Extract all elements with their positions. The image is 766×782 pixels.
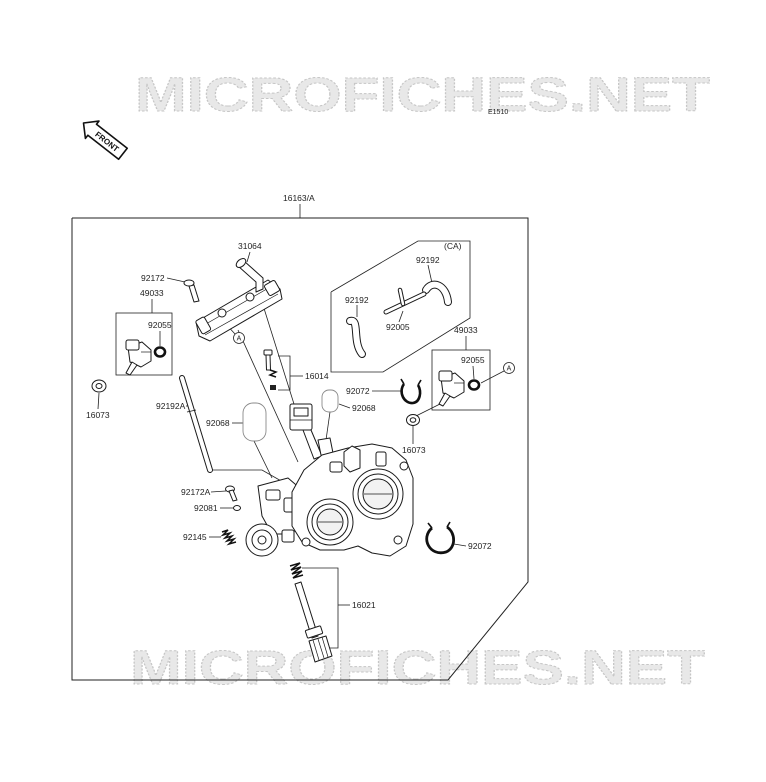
part-label: 92081 <box>194 503 218 513</box>
injector-right <box>438 370 465 407</box>
cover-left <box>242 402 267 442</box>
throttle-body <box>291 443 414 557</box>
bolt-small <box>225 485 238 502</box>
injector-left <box>125 339 152 376</box>
part-label: 31064 <box>238 241 262 251</box>
part-label: 49033 <box>140 288 164 298</box>
injector-group-frame-right <box>431 349 491 411</box>
svg-text:A: A <box>237 336 242 343</box>
ca-hose-left <box>346 316 366 358</box>
watermark-bottom: MICROFICHES.NET <box>130 642 705 695</box>
o-ring-right <box>467 379 481 391</box>
fuel-rail <box>195 258 283 342</box>
grommet-left <box>91 379 107 393</box>
part-label: 92145 <box>183 532 207 542</box>
hose-clamp-top <box>400 378 422 405</box>
reference-mark-right: A <box>503 362 515 374</box>
svg-text:A: A <box>507 366 512 373</box>
diagram-code: E1510 <box>488 109 508 116</box>
part-label: 92068 <box>206 418 230 428</box>
leader-lines <box>97 204 505 649</box>
part-label: 92072 <box>346 386 370 396</box>
ca-group-tag: (CA) <box>444 241 462 251</box>
assembly-label: 16163/A <box>283 193 315 203</box>
part-label: 92172 <box>141 273 165 283</box>
ca-group-frame <box>330 240 471 373</box>
part-label: 16021 <box>352 600 376 610</box>
bolt <box>183 279 200 303</box>
part-label: 92172A <box>181 487 211 497</box>
part-label: 92192 <box>345 295 369 305</box>
part-label: 49033 <box>454 325 478 335</box>
part-label: 92068 <box>352 403 376 413</box>
part-label: 92005 <box>386 322 410 332</box>
screw-set <box>263 349 278 390</box>
part-label: 16014 <box>305 371 329 381</box>
part-label: 92192 <box>416 255 440 265</box>
tee-fitting <box>383 287 427 315</box>
part-label: 92055 <box>148 320 172 330</box>
part-label: 92192A <box>156 401 186 411</box>
o-ring-left <box>153 346 167 358</box>
cover-right <box>321 389 339 413</box>
assembly-frame <box>71 217 529 681</box>
spring <box>220 529 237 546</box>
reference-mark-left: A <box>233 332 245 344</box>
part-label: 16073 <box>402 445 426 455</box>
ca-hose-right <box>422 280 452 306</box>
part-label: 16073 <box>86 410 110 420</box>
part-label: 92055 <box>461 355 485 365</box>
hose-clamp-bottom <box>425 521 456 555</box>
watermark-top: MICROFICHES.NET <box>135 69 710 122</box>
washer <box>233 505 241 511</box>
grommet-right <box>406 414 420 426</box>
hose <box>179 375 213 473</box>
front-arrow-icon: FRONT <box>82 120 129 161</box>
part-label: 92072 <box>468 541 492 551</box>
sensor <box>289 562 333 663</box>
injector-group-frame-left <box>115 312 173 376</box>
